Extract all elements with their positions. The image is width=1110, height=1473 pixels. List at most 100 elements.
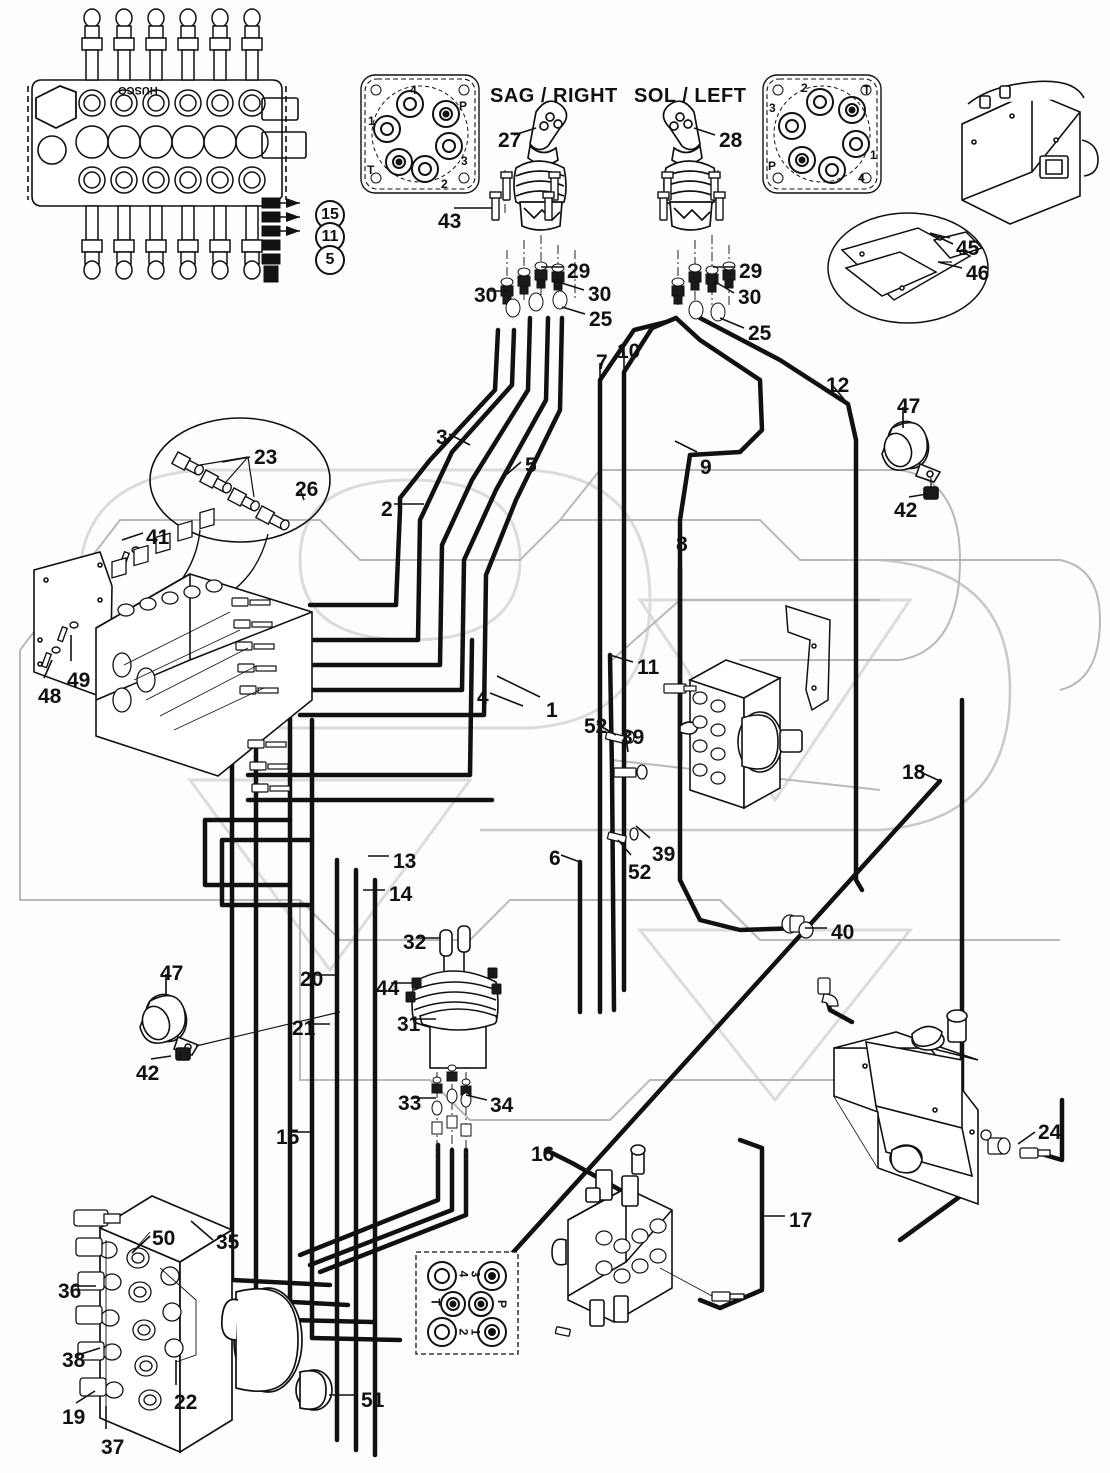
port-label: 3 [461, 154, 468, 168]
callout-number-32: 32 [403, 931, 427, 954]
callout-number-38: 38 [62, 1349, 86, 1372]
callout-number-25: 25 [589, 308, 613, 331]
leader-line-24 [1017, 1131, 1036, 1145]
leader-line-45 [929, 232, 954, 245]
leader-line-25 [561, 306, 586, 315]
heading-sag-right: SAG / RIGHT [490, 85, 618, 107]
callout-number-10: 10 [617, 340, 641, 363]
callout-number-8: 8 [676, 533, 688, 556]
port-label: 2 [801, 81, 808, 95]
leader-line-35 [190, 1220, 214, 1241]
leader-line-16 [545, 1149, 573, 1164]
callout-number-34: 34 [490, 1094, 514, 1117]
leader-line-26 [299, 488, 305, 501]
callout-number-37: 37 [101, 1436, 125, 1459]
callout-number-12: 12 [826, 374, 850, 397]
leader-line-42 [908, 493, 928, 498]
callout-number-51: 51 [361, 1389, 385, 1412]
port-label: 3 [769, 101, 776, 115]
heading-sol-left: SOL / LEFT [634, 85, 747, 107]
callout-number-5: 5 [525, 454, 537, 477]
leader-line-27 [513, 127, 537, 136]
callout-number-11: 11 [637, 656, 660, 679]
callout-number-13: 13 [393, 850, 417, 873]
leader-line-11 [609, 654, 634, 663]
port-label: 1 [368, 114, 375, 128]
leader-line-28 [693, 127, 716, 136]
leader-line-52 [617, 839, 632, 856]
callout-number-52: 52 [584, 715, 608, 738]
leader-line-39 [625, 736, 629, 753]
callout-number-3: 3 [436, 426, 448, 449]
leader-line-25 [719, 317, 745, 329]
port-label: T [863, 83, 871, 97]
callout-number-42: 42 [136, 1062, 160, 1085]
port-diagram-bottom: 4 3 T P 2 1 [412, 1248, 522, 1358]
callout-number-1: 1 [546, 699, 558, 722]
callout-number-47: 47 [897, 395, 921, 418]
leader-line-30 [551, 279, 585, 291]
callout-number-19: 19 [62, 1406, 86, 1429]
callout-number-46: 46 [966, 262, 990, 285]
leader-line-30 [713, 280, 735, 294]
callout-number-27: 27 [498, 129, 522, 152]
callout-number-39: 39 [652, 843, 676, 866]
callout-number-45: 45 [956, 237, 980, 260]
callout-number-23: 23 [254, 446, 278, 469]
callout-number-39: 39 [621, 726, 645, 749]
callout-number-22: 22 [174, 1391, 198, 1414]
leader-line-1 [496, 675, 541, 698]
leader-line-39 [635, 825, 651, 839]
callout-number-20: 20 [300, 968, 324, 991]
leader-line-12 [832, 385, 849, 405]
callout-number-31: 31 [397, 1013, 421, 1036]
callout-number-30: 30 [474, 284, 498, 307]
leader-line-6 [560, 854, 581, 863]
leader-line-3 [448, 433, 471, 446]
callout-number-2: 2 [381, 498, 393, 521]
port-label: 2 [441, 177, 448, 191]
callout-number-14: 14 [389, 883, 413, 906]
callout-number-7: 7 [596, 351, 608, 374]
callout-number-30: 30 [738, 286, 762, 309]
callout-number-17: 17 [789, 1209, 813, 1232]
callout-number-49: 49 [67, 669, 91, 692]
port-label: T [367, 163, 375, 177]
leader-line-38 [77, 1347, 101, 1356]
leader-line-5 [505, 461, 522, 476]
callout-number-18: 18 [902, 761, 926, 784]
callout-number-29: 29 [739, 260, 763, 283]
callout-number-28: 28 [719, 129, 743, 152]
callout-number-35: 35 [216, 1231, 240, 1254]
callout-number-25: 25 [748, 322, 772, 345]
callout-number-41: 41 [146, 526, 170, 549]
callout-number-15: 15 [276, 1126, 300, 1149]
port-diagram-left: 4 P 1 3 T 2 [358, 72, 482, 196]
port-diagram-right: 2 T 3 1 P 4 [760, 72, 884, 196]
leader-line-41 [121, 532, 144, 541]
circled-callout-5: 5 [315, 245, 345, 275]
leader-line-46 [937, 261, 963, 269]
callout-number-42: 42 [894, 499, 918, 522]
callout-number-4: 4 [477, 686, 489, 709]
callout-number-43: 43 [438, 210, 462, 233]
leader-line-34 [465, 1094, 488, 1101]
leader-line-19 [75, 1390, 96, 1404]
callout-number-24: 24 [1038, 1121, 1062, 1144]
leader-line-9 [674, 440, 698, 453]
port-label: 4 [410, 83, 417, 97]
callout-number-26: 26 [295, 478, 319, 501]
